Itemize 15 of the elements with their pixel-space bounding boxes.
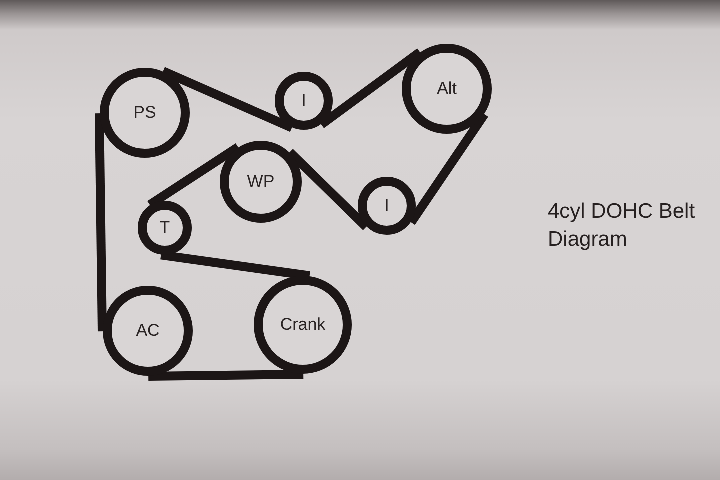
pulley-label: I [302,92,306,110]
pulley-label: PS [134,104,156,122]
diagram-title: 4cyl DOHC Belt Diagram [548,199,696,253]
pulley [275,72,333,130]
pulley-label: T [160,218,170,238]
pulley-label: WP [247,172,275,192]
pulley-label: Alt [437,80,457,98]
belt-segment [160,250,310,280]
belt-segment [318,48,423,128]
belt-segment [148,370,304,381]
belt-segment [162,67,294,132]
pulley-label: Crank [280,316,326,334]
pulley-label: I [384,196,390,216]
pulley-label: AC [136,322,160,340]
belt-segment [95,114,107,332]
